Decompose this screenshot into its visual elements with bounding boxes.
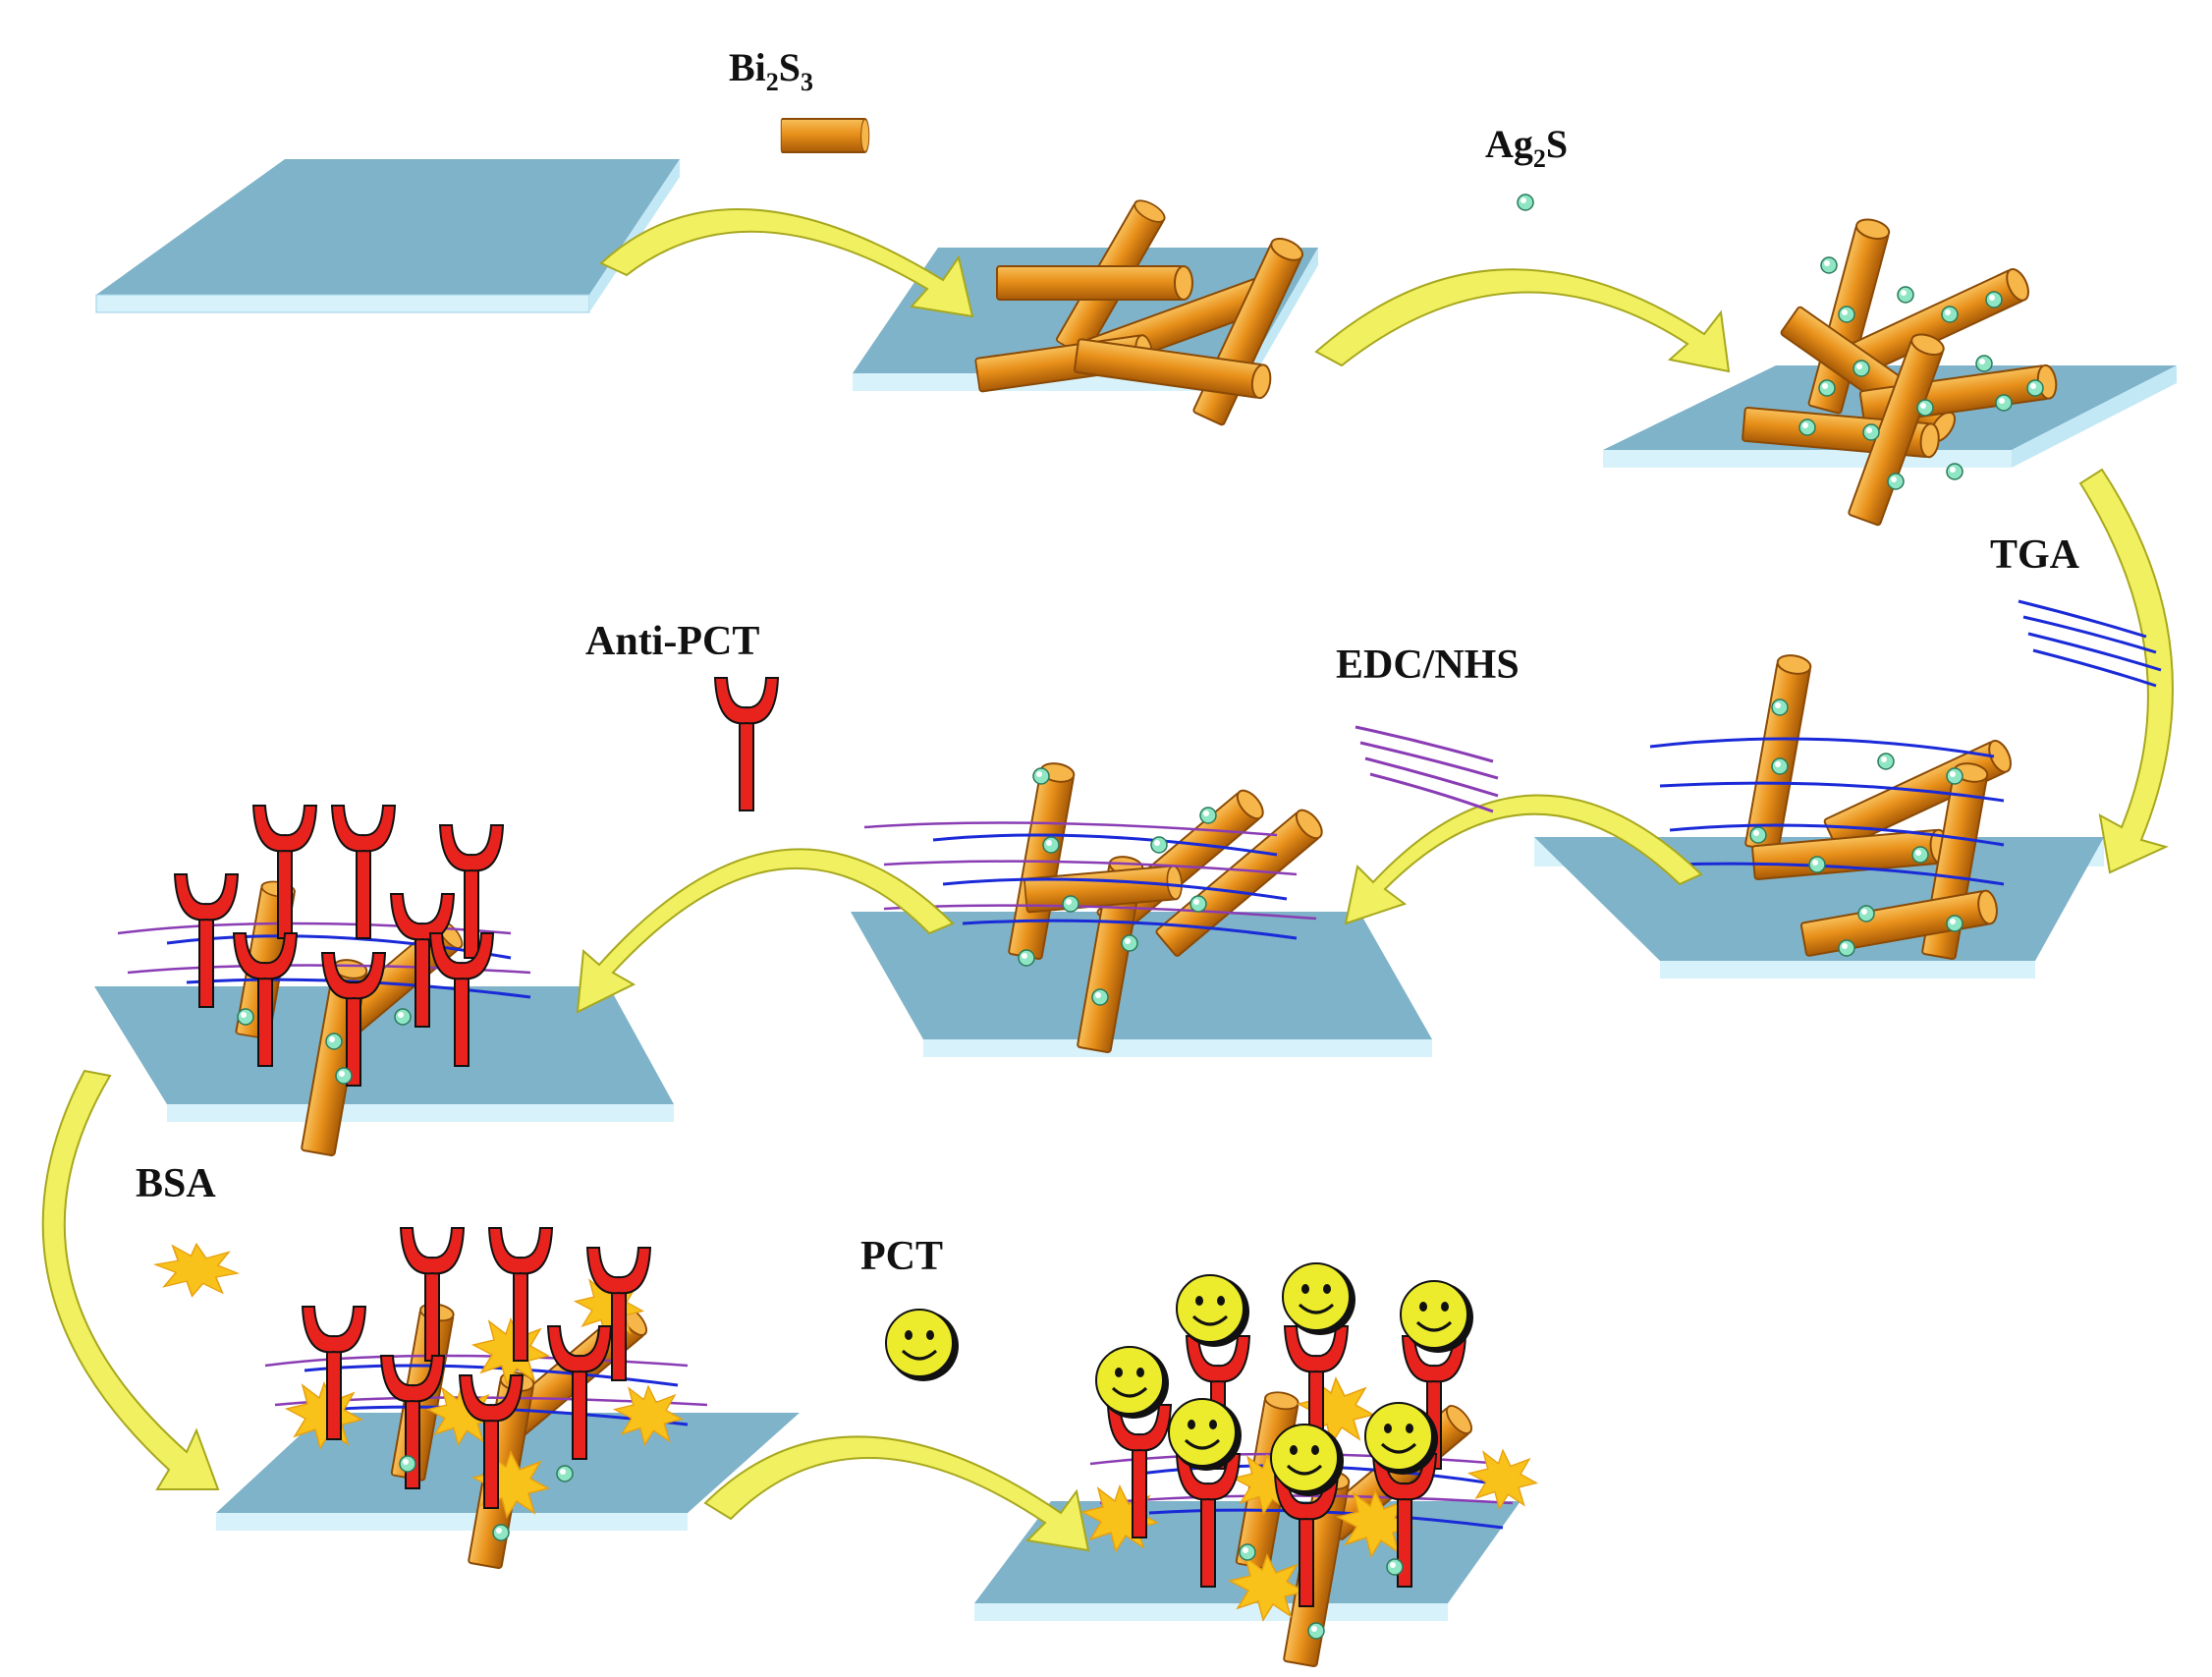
bsa-reagent-star-icon <box>154 1243 239 1298</box>
tga-lines-icon <box>2018 599 2162 688</box>
bi2s3-rod-icon <box>780 118 870 153</box>
ag2s-dot-icon <box>1517 194 1534 211</box>
tga-label: TGA <box>1990 532 2080 578</box>
bsa-label: BSA <box>136 1161 216 1206</box>
bsa-stage <box>264 1227 708 1570</box>
tga-rods-stage <box>1649 651 2017 961</box>
bi2s3-label: Bi2S3 <box>729 45 813 96</box>
substrate-1 <box>95 159 680 313</box>
pct-smiley-icon <box>1094 1261 1475 1498</box>
edc-lines-icon <box>1355 725 1499 813</box>
substrate-5 <box>851 912 1432 1057</box>
curved-arrow-icon <box>41 207 2174 1552</box>
antibody-stage <box>117 805 531 1157</box>
edc-rods-stage <box>863 759 1328 1054</box>
edc-nhs-label: EDC/NHS <box>1336 643 1520 688</box>
anti-pct-antibody-icon <box>714 677 779 811</box>
pct-stage <box>1081 1261 1537 1668</box>
pct-label: PCT <box>860 1234 943 1279</box>
pct-reagent-smiley-icon <box>884 1308 961 1383</box>
anti-pct-label: Anti-PCT <box>585 619 759 664</box>
ag2s-label: Ag2S <box>1485 122 1568 173</box>
